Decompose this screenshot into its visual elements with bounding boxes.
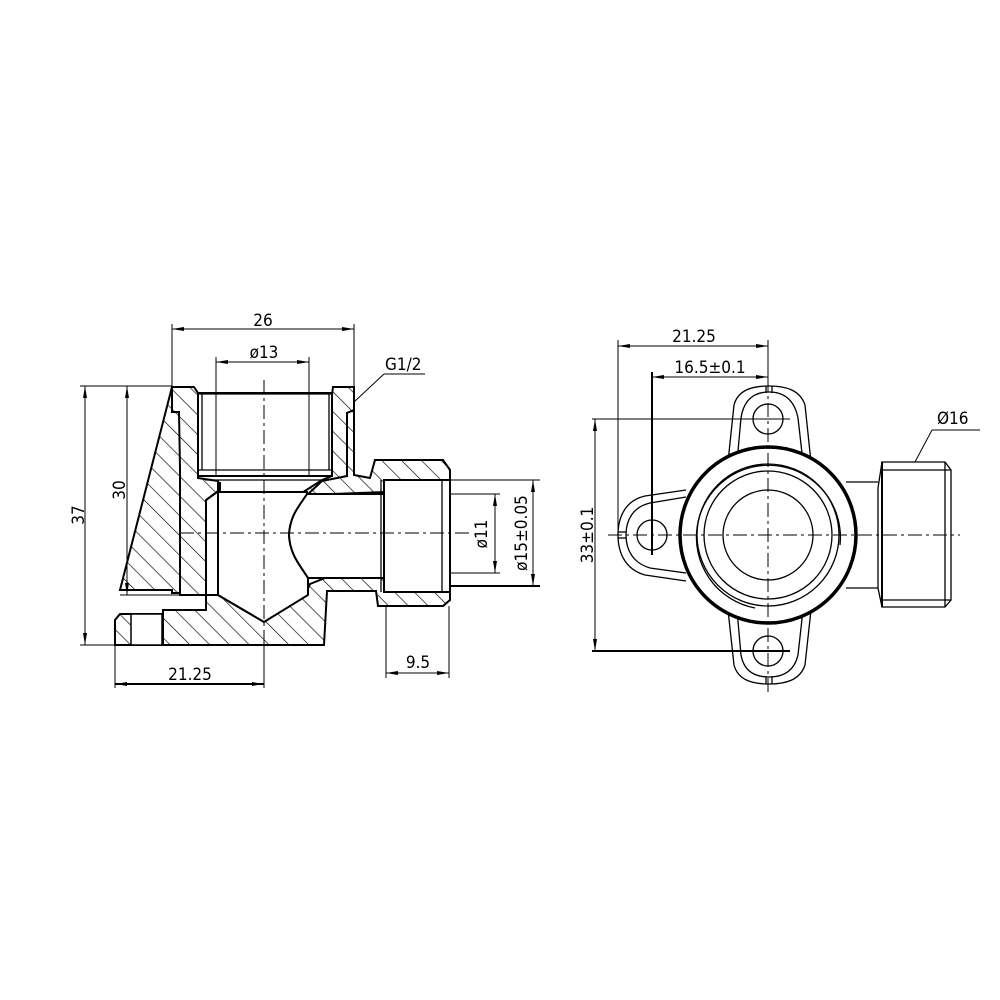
dim-95: 9.5 <box>406 653 430 673</box>
dim-165: 16.5±0.1 <box>674 358 745 378</box>
section-dimensions: 26 ø13 G1/2 37 30 ø11 <box>69 311 540 688</box>
inner-bore <box>197 392 333 477</box>
side-channel <box>287 493 385 579</box>
dim-2125-left: 21.25 <box>168 665 212 685</box>
end-view <box>608 378 960 692</box>
section-view <box>114 380 470 660</box>
base-slot <box>130 613 163 646</box>
dim-d11: ø11 <box>472 520 492 549</box>
dim-d15: ø15±0.05 <box>512 495 532 571</box>
outlet-wall-top <box>304 408 451 497</box>
dim-d16: Ø16 <box>937 409 969 429</box>
dim-33: 33±0.1 <box>578 507 598 564</box>
dim-2125-right: 21.25 <box>672 327 716 347</box>
dim-d13: ø13 <box>250 343 279 363</box>
dim-37: 37 <box>69 505 89 524</box>
dim-26: 26 <box>253 311 272 331</box>
dim-g12: G1/2 <box>385 355 421 375</box>
dim-30: 30 <box>110 480 130 499</box>
end-view-dimensions: 21.25 16.5±0.1 33±0.1 Ø16 <box>578 327 980 652</box>
outlet-bore <box>383 479 451 593</box>
